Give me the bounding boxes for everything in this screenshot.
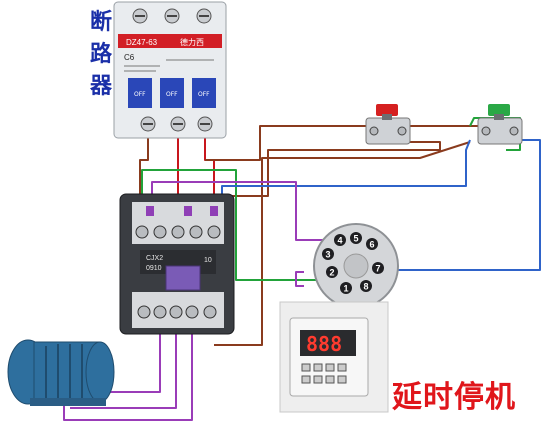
socket-pin-label-5: 5 [353,234,358,244]
stop-button[interactable] [376,104,398,116]
contactor: CJX2 0910 10 [119,193,235,335]
wire-motor-3 [63,332,193,421]
circuit-breaker: DZ47-63 德力西 C6 OFF OFF OFF [113,1,227,139]
timer-display: 888 [306,332,342,356]
socket-pin-8 [360,280,372,292]
breaker-top-terminals [132,8,212,24]
wire-motor-2 [70,332,177,409]
socket-pin-5 [350,232,362,244]
contactor-bottom-terminals [137,305,217,319]
wire-purple-1 [151,181,334,241]
contactor-rating: 10 [204,257,212,264]
socket-pin-label-6: 6 [369,240,374,250]
wire-control-brown-top [205,125,368,161]
diagram-title: 延时停机 [392,380,516,415]
socket-pin-label-4: 4 [337,236,342,246]
breaker-off-label-1: OFF [134,91,146,98]
time-relay: 888 [279,301,389,413]
contactor-model: CJX2 [146,255,163,262]
wire-green-1 [141,169,316,281]
breaker-label-char-2: 路 [89,41,112,67]
socket-pin-3 [322,248,334,260]
breaker-label-char-3: 器 [89,73,112,99]
breaker-bottom-terminals [140,116,213,132]
breaker-off-label-2: OFF [166,91,178,98]
socket-pin-label-2: 2 [329,268,334,278]
breaker-label-char-1: 断 [89,9,112,35]
breaker-model: DZ47-63 [126,38,158,47]
contactor-series: 0910 [146,265,162,272]
breaker-brand: 德力西 [180,37,204,47]
socket-pin-label-3: 3 [325,250,330,260]
socket-pin-label-1: 1 [343,284,348,294]
socket-pin-2 [326,266,338,278]
timer-keys[interactable] [301,363,347,384]
breaker-levers[interactable]: OFF OFF OFF [128,78,216,108]
wire-control-brown-lower [232,141,441,197]
socket-pin-4 [334,234,346,246]
motor [7,339,115,406]
socket-pin-1 [340,282,352,294]
socket-pin-label-7: 7 [375,264,380,274]
wire-purple-2 [295,271,304,287]
start-button[interactable] [488,104,510,116]
wire-blue-2 [386,139,541,271]
stop-button-assembly[interactable] [365,104,411,145]
socket-pin-label-8: 8 [363,282,368,292]
socket-pin-6 [366,238,378,250]
breaker-rating: C6 [124,53,135,62]
contactor-top-terminals [135,225,221,239]
wire-brown-return [214,141,471,346]
socket-pin-7 [372,262,384,274]
start-button-assembly[interactable] [477,104,523,145]
wire-l1 [139,130,149,210]
breaker-off-label-3: OFF [198,91,210,98]
